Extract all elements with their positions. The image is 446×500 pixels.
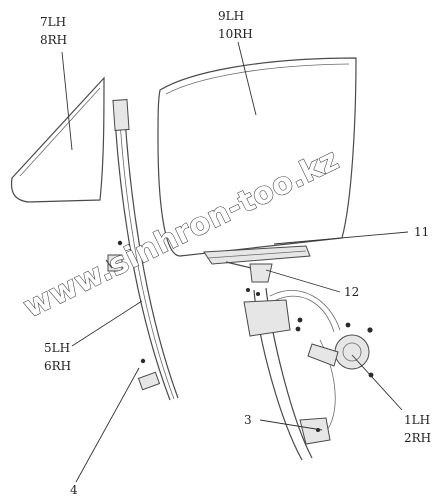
glass-run-channel xyxy=(105,99,179,401)
leader-lines xyxy=(61,41,409,483)
label-6rh: 6RH xyxy=(44,359,71,373)
regulator-motor xyxy=(295,317,374,378)
window-regulator xyxy=(243,287,341,461)
label-3: 3 xyxy=(244,413,252,427)
quarter-glass xyxy=(10,76,105,203)
label-1lh: 1LH xyxy=(404,413,430,427)
label-10rh: 10RH xyxy=(218,27,253,41)
label-7lh: 7LH xyxy=(40,15,66,29)
channel-bracket xyxy=(246,263,273,292)
label-12: 12 xyxy=(344,285,359,299)
label-5lh: 5LH xyxy=(44,341,70,355)
label-8rh: 8RH xyxy=(40,33,67,47)
door-glass xyxy=(157,57,357,257)
label-2rh: 2RH xyxy=(404,431,431,445)
label-11: 11 xyxy=(414,225,429,239)
glass-channel xyxy=(203,245,311,271)
watermark: www.sinhron-too.kz xyxy=(18,142,344,325)
label-4: 4 xyxy=(70,483,78,497)
label-9lh: 9LH xyxy=(218,9,244,23)
